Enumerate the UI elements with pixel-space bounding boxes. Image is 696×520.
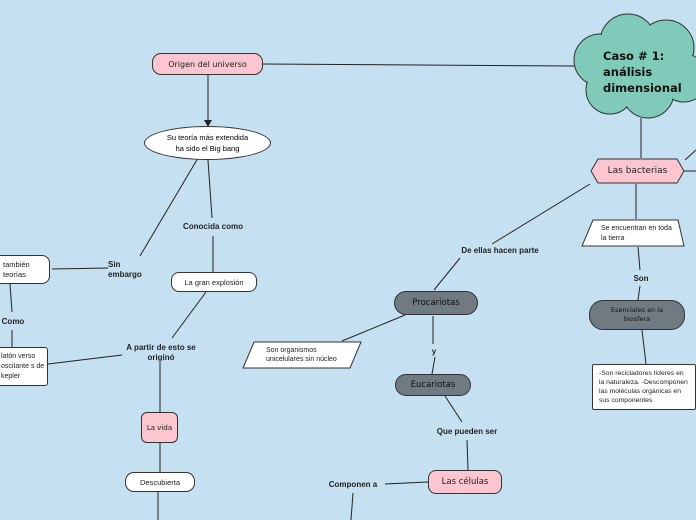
recicladores-label: -Son recicladores líderes en la naturale… bbox=[599, 370, 688, 404]
son-label: Son bbox=[633, 274, 649, 283]
se-encuentran-node[interactable]: Se encuentran en toda la tierra bbox=[581, 219, 685, 247]
eucariotas-label: Eucariotas bbox=[410, 380, 456, 390]
tambien-teorias-node[interactable]: también teorías bbox=[0, 255, 50, 284]
a-partir-label: A partir de esto se originó bbox=[126, 343, 196, 362]
unicelulares-node[interactable]: Son organismos unicelulares sin núcleo bbox=[242, 341, 362, 369]
que-pueden-ser-label: Que pueden ser bbox=[436, 427, 498, 436]
la-vida-label: La vida bbox=[146, 423, 173, 432]
platon-label: latón verso osciIante s de kepler bbox=[1, 352, 45, 380]
caso-cloud-node[interactable]: Caso # 1: análisis dimensional bbox=[570, 8, 696, 120]
bacterias-label: Las bacterias bbox=[607, 166, 668, 176]
procariotas-node[interactable]: Procariotas bbox=[394, 291, 478, 315]
teoria-big-bang-node[interactable]: Su teoría más extendida ha sido el Big b… bbox=[144, 126, 271, 160]
como-label: Como bbox=[1, 317, 25, 326]
parallelogram-shape bbox=[581, 219, 685, 247]
esenciales-label: Esenciales en la biosfera bbox=[610, 306, 664, 323]
esenciales-biosfera-node[interactable]: Esenciales en la biosfera bbox=[589, 300, 685, 330]
teoria-label: Su teoría más extendida ha sido el Big b… bbox=[166, 133, 249, 153]
conocida-como-label: Conocida como bbox=[182, 222, 243, 231]
recicladores-node[interactable]: -Son recicladores líderes en la naturale… bbox=[592, 364, 696, 410]
celulas-label: Las células bbox=[441, 477, 489, 487]
descubierta-node[interactable]: Descubierta bbox=[125, 472, 195, 492]
parallelogram-shape bbox=[242, 341, 362, 369]
origen-label: Origen del universo bbox=[168, 59, 247, 69]
y-label: y bbox=[431, 347, 437, 356]
la-vida-node[interactable]: La vida bbox=[141, 412, 178, 443]
platon-kepler-node[interactable]: latón verso osciIante s de kepler bbox=[0, 347, 48, 386]
cloud-shape bbox=[573, 13, 696, 119]
caso-label: Caso # 1: análisis dimensional bbox=[603, 49, 682, 95]
las-celulas-node[interactable]: Las células bbox=[428, 470, 502, 494]
explosion-label: La gran explosión bbox=[184, 277, 244, 287]
gran-explosion-node[interactable]: La gran explosión bbox=[171, 272, 257, 292]
componen-a-label: Componen a bbox=[328, 480, 378, 489]
hexagon-shape bbox=[590, 158, 685, 184]
sin-embargo-label: Sin embargo bbox=[108, 260, 142, 279]
tambien-label: también teorías bbox=[3, 259, 30, 279]
eucariotas-node[interactable]: Eucariotas bbox=[395, 374, 471, 396]
las-bacterias-node[interactable]: Las bacterias bbox=[590, 158, 685, 184]
unicelulares-label: Son organismos unicelulares sin núcleo bbox=[266, 347, 337, 363]
de-ellas-label: De ellas hacen parte bbox=[461, 246, 539, 255]
origen-del-universo-node[interactable]: Origen del universo bbox=[152, 53, 263, 75]
se-encuentran-label: Se encuentran en toda la tierra bbox=[601, 225, 672, 242]
descubierta-label: Descubierta bbox=[139, 477, 181, 487]
procariotas-label: Procariotas bbox=[412, 298, 460, 308]
